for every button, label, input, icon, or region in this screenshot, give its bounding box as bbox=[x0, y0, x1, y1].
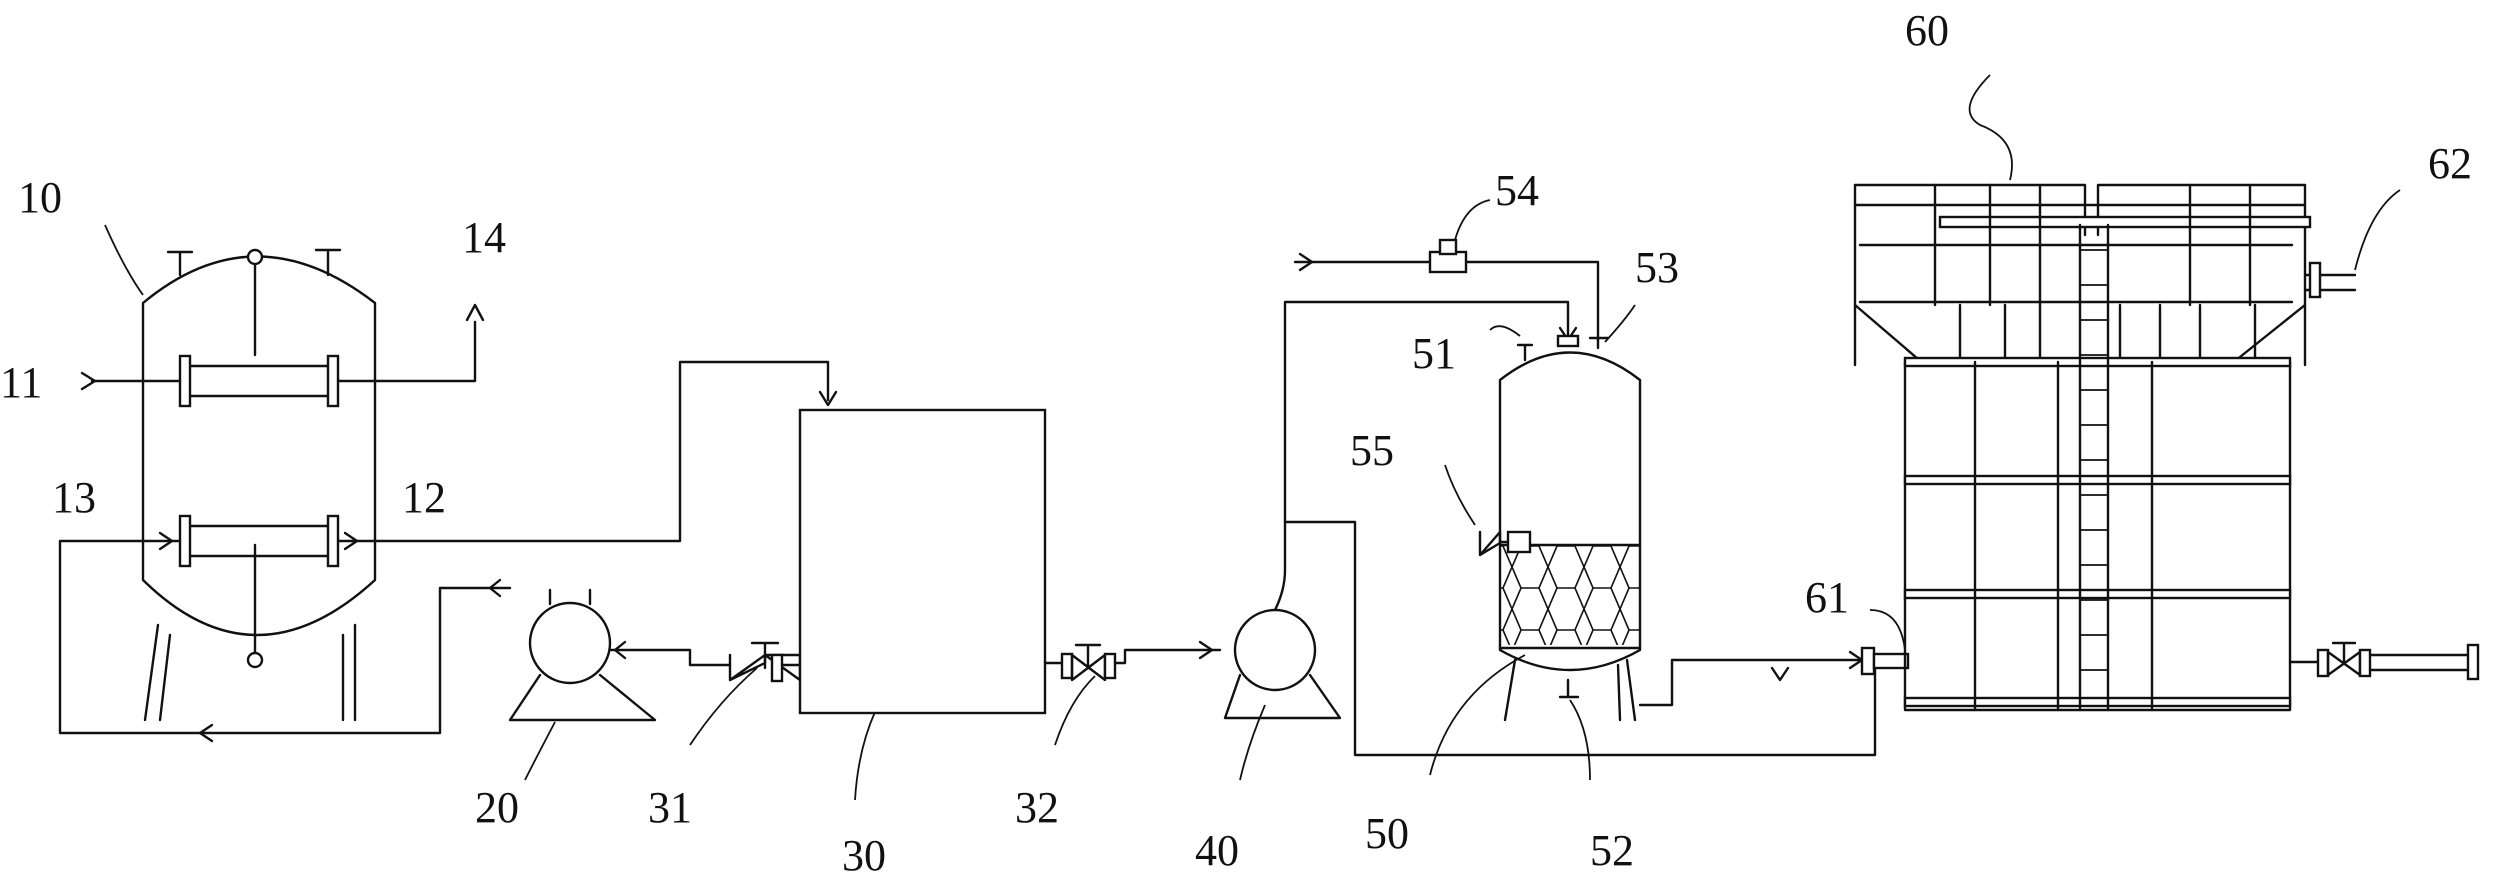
label-12: 12 bbox=[402, 473, 446, 522]
arrow-icon bbox=[1770, 666, 1790, 682]
label-10: 10 bbox=[18, 173, 62, 222]
pump-20 bbox=[508, 588, 657, 722]
leader-lines bbox=[104, 74, 2401, 801]
label-54: 54 bbox=[1495, 166, 1539, 215]
line-54 bbox=[1293, 260, 1600, 342]
line-bypass bbox=[1283, 520, 1877, 757]
tank-10 bbox=[141, 248, 377, 722]
packing-media bbox=[1500, 545, 1640, 645]
arrow-icon bbox=[1298, 252, 1314, 272]
label-51: 51 bbox=[1412, 329, 1456, 378]
label-53: 53 bbox=[1635, 243, 1679, 292]
arrow-icon bbox=[613, 640, 627, 660]
arrow-icon bbox=[465, 303, 485, 322]
valve-61 bbox=[1860, 646, 1910, 676]
pump-40 bbox=[1223, 608, 1342, 720]
label-31: 31 bbox=[648, 783, 692, 832]
line-20-31 bbox=[608, 648, 732, 667]
label-60: 60 bbox=[1905, 6, 1949, 55]
label-40: 40 bbox=[1195, 826, 1239, 875]
label-61: 61 bbox=[1805, 573, 1849, 622]
line-13-loop bbox=[58, 539, 512, 735]
arrow-icon bbox=[1198, 640, 1214, 660]
tank-30 bbox=[798, 408, 1047, 715]
label-50: 50 bbox=[1365, 809, 1409, 858]
line-50-61 bbox=[1638, 658, 1864, 707]
valve-31 bbox=[728, 641, 802, 683]
structure-60 bbox=[1853, 183, 2480, 712]
line-40-51 bbox=[1273, 300, 1570, 612]
arrow-icon bbox=[488, 578, 502, 598]
valve-32 bbox=[1043, 643, 1222, 682]
line-12-to-30 bbox=[336, 360, 830, 543]
arrow-icon bbox=[818, 390, 838, 407]
label-62: 62 bbox=[2428, 139, 2472, 188]
line-11-14 bbox=[90, 320, 477, 383]
label-20: 20 bbox=[475, 783, 519, 832]
arrow-icon bbox=[198, 723, 214, 743]
label-13: 13 bbox=[52, 473, 96, 522]
label-55: 55 bbox=[1350, 426, 1394, 475]
label-52: 52 bbox=[1590, 826, 1634, 875]
label-11: 11 bbox=[0, 358, 42, 407]
arrow-icon bbox=[158, 531, 174, 551]
label-14: 14 bbox=[462, 213, 506, 262]
arrow-icon bbox=[80, 371, 97, 391]
labels: 10 11 12 13 14 20 30 31 32 40 50 51 52 5… bbox=[0, 6, 2472, 880]
arrow-icon bbox=[343, 531, 359, 551]
label-30: 30 bbox=[842, 831, 886, 880]
filter-column-50 bbox=[1498, 334, 1642, 722]
label-32: 32 bbox=[1015, 783, 1059, 832]
valve-55 bbox=[1478, 530, 1532, 557]
